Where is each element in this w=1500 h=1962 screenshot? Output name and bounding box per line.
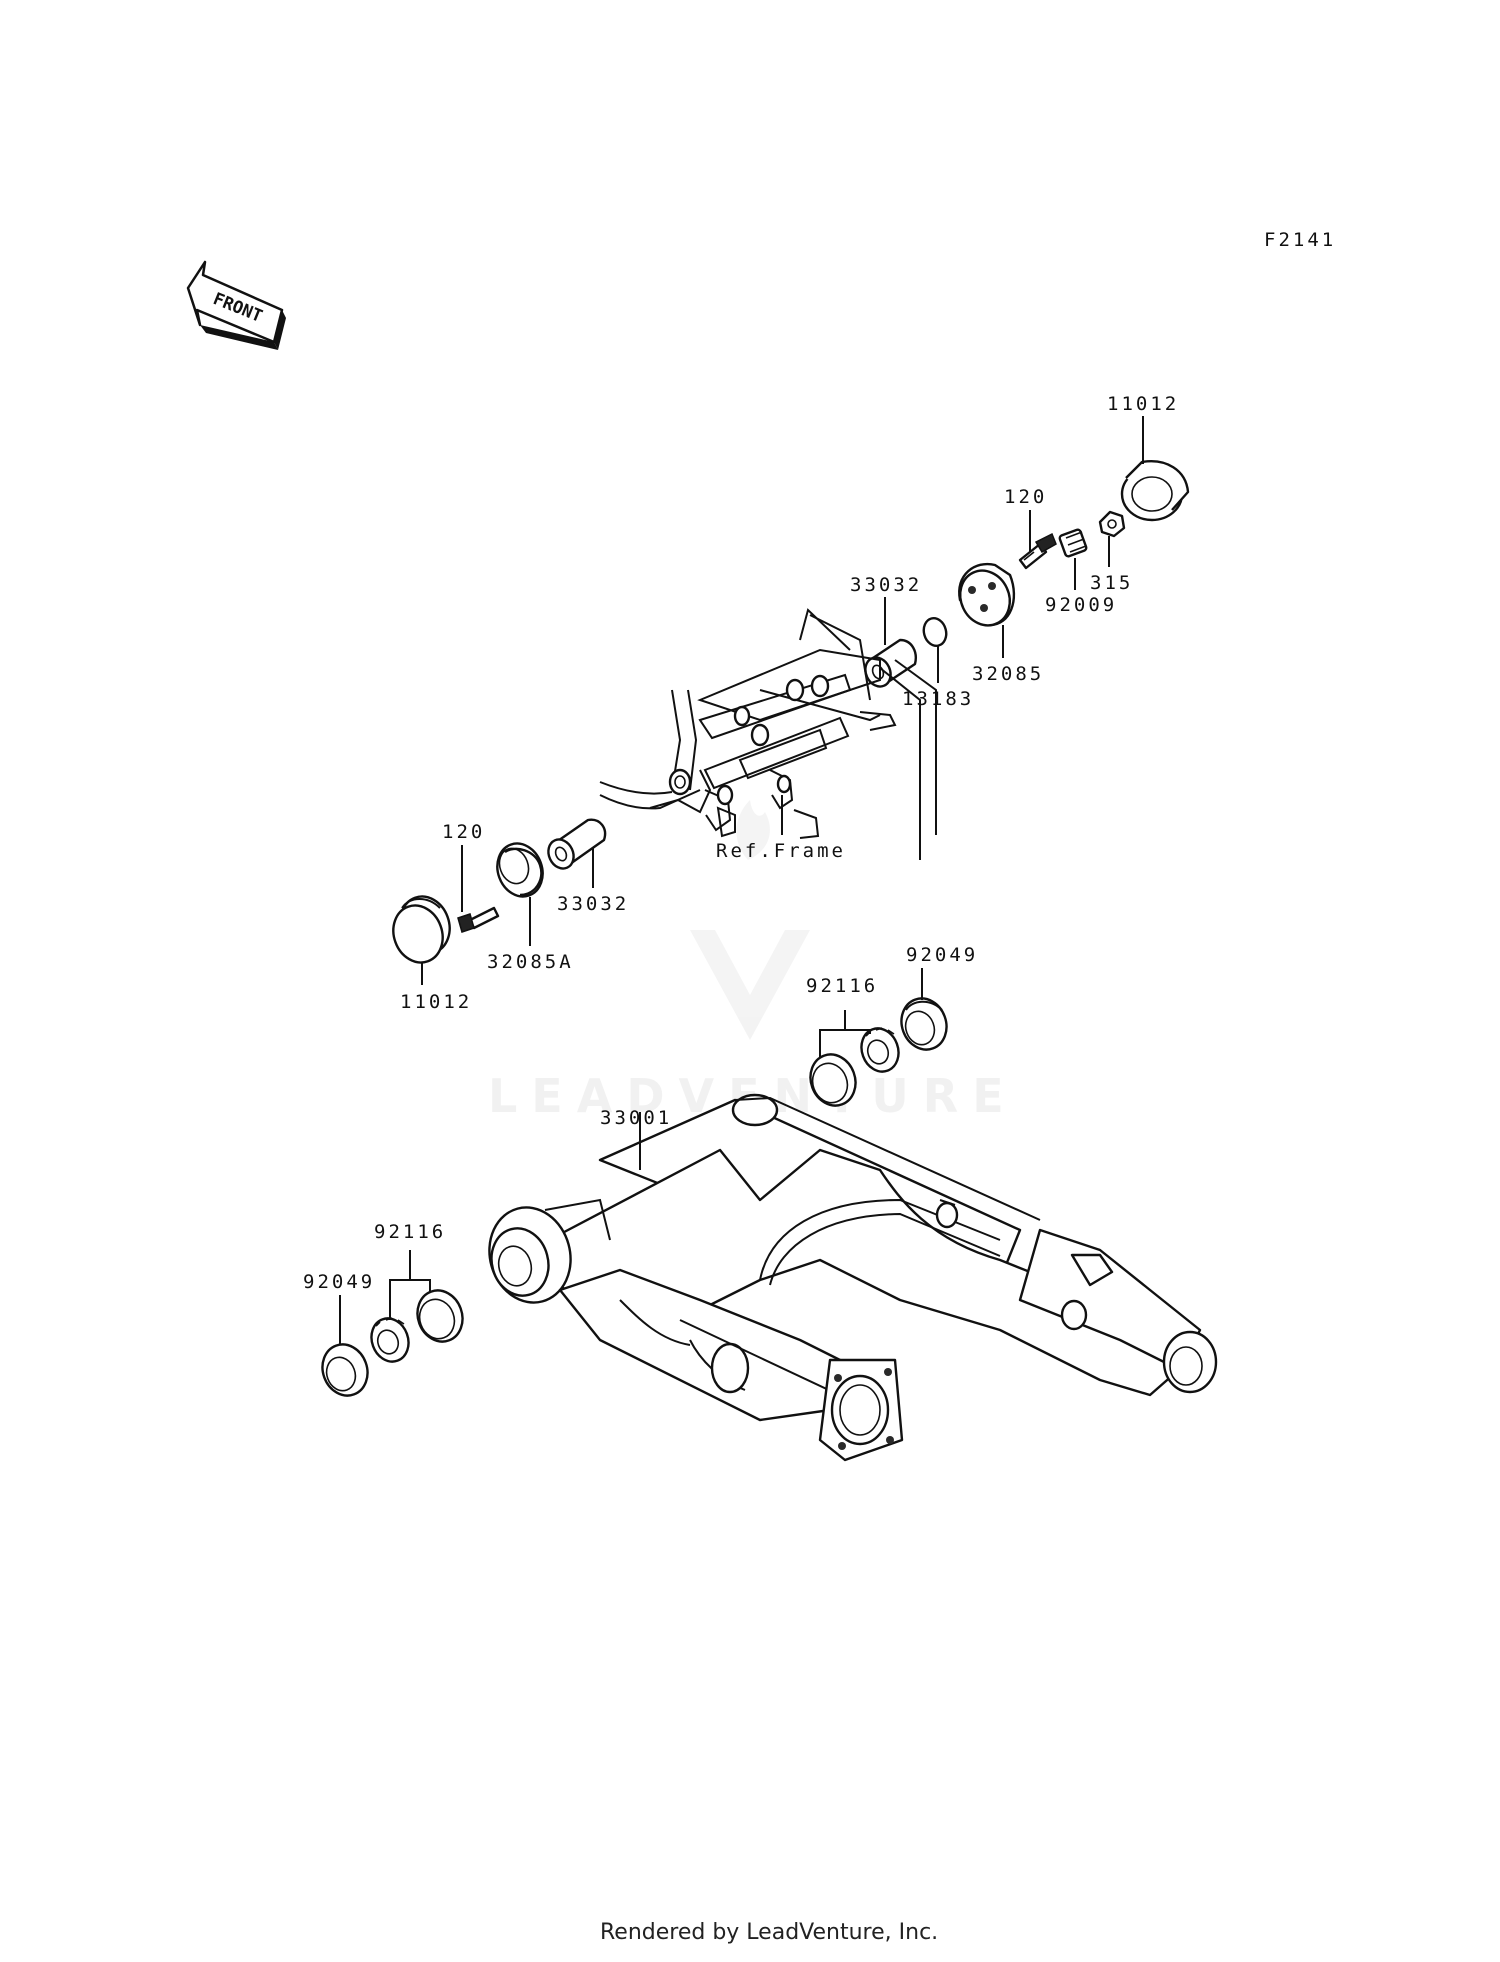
swingarm-33001 bbox=[488, 1093, 1218, 1462]
label-92116-right: 92116 bbox=[806, 975, 878, 997]
race-92116-left bbox=[416, 1289, 464, 1343]
label-32085: 32085 bbox=[972, 663, 1044, 685]
label-92116-left: 92116 bbox=[374, 1221, 446, 1243]
bearing-92116-right bbox=[860, 1027, 900, 1073]
cap-11012-left bbox=[392, 895, 451, 964]
collar-33032-left bbox=[547, 818, 607, 870]
ring-13183 bbox=[922, 616, 948, 648]
label-120-top: 120 bbox=[1004, 486, 1047, 508]
label-32085A: 32085A bbox=[487, 951, 574, 973]
stud-92009 bbox=[1058, 528, 1088, 558]
diagram-code: F2141 bbox=[1264, 229, 1336, 251]
label-92009: 92009 bbox=[1045, 594, 1117, 616]
footer-credit: Rendered by LeadVenture, Inc. bbox=[600, 1920, 938, 1945]
label-11012-top: 11012 bbox=[1107, 393, 1179, 415]
cap-11012-top bbox=[1120, 460, 1190, 522]
label-315: 315 bbox=[1090, 572, 1133, 594]
seal-92049-left bbox=[321, 1343, 369, 1397]
label-ref-frame: Ref.Frame bbox=[716, 840, 846, 862]
label-11012-left: 11012 bbox=[400, 991, 472, 1013]
label-33032-top: 33032 bbox=[850, 574, 922, 596]
bolt-120-left bbox=[457, 906, 500, 933]
bearing-92116-left bbox=[370, 1317, 410, 1363]
label-13183: 13183 bbox=[902, 688, 974, 710]
label-92049-right: 92049 bbox=[906, 944, 978, 966]
label-33032-left: 33032 bbox=[557, 893, 629, 915]
bolt-120-top bbox=[1018, 532, 1057, 570]
front-arrow-icon: FRONT bbox=[186, 260, 286, 350]
label-92049-left: 92049 bbox=[303, 1271, 375, 1293]
plate-32085A bbox=[496, 842, 544, 898]
seal-92049-right bbox=[900, 997, 948, 1051]
label-33001: 33001 bbox=[600, 1107, 672, 1129]
label-120-left: 120 bbox=[442, 821, 485, 843]
nut-315 bbox=[1098, 510, 1126, 538]
frame-section bbox=[599, 608, 937, 860]
race-92116-right bbox=[809, 1053, 857, 1107]
plate-32085 bbox=[958, 562, 1016, 627]
